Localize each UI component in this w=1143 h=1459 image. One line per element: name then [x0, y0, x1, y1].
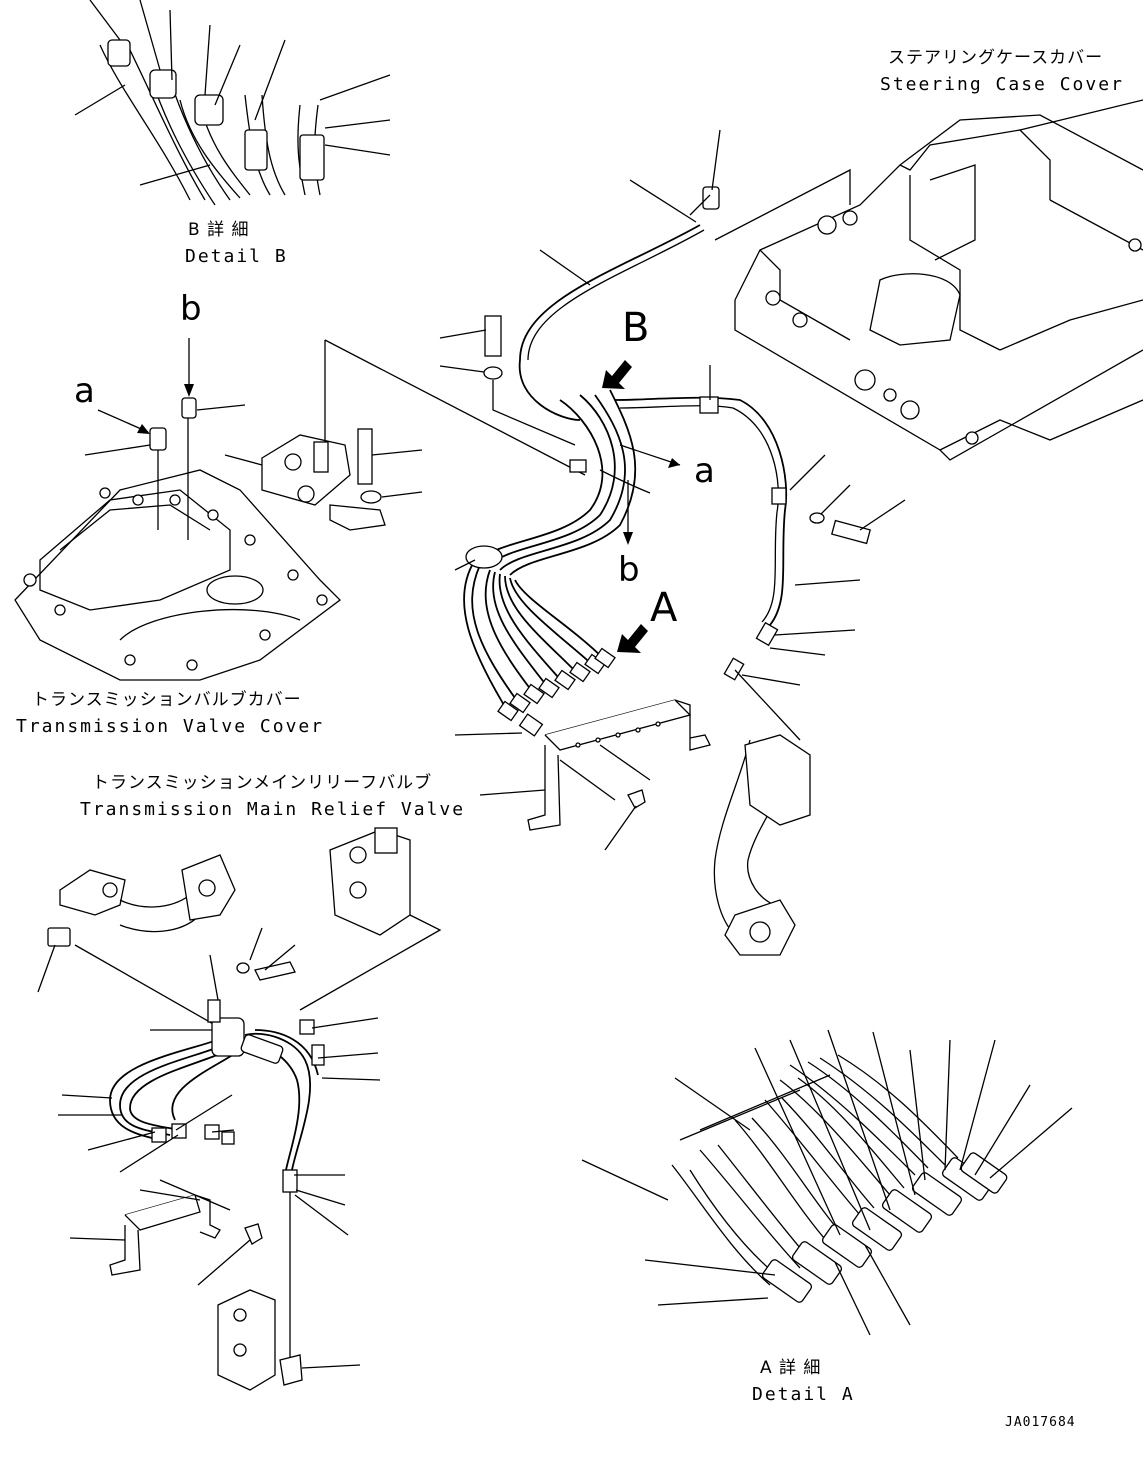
steering-case-cover-en-label: Steering Case Cover	[880, 74, 1124, 95]
callout-b-left: b	[180, 289, 202, 329]
callout-a-left: a	[74, 371, 95, 411]
detail-a-drawing	[581, 1029, 1073, 1336]
detail-b-en-label: Detail B	[185, 246, 288, 267]
transmission-valve-cover-drawing	[14, 315, 586, 681]
steering-case-drawing	[714, 99, 1143, 461]
main-hose-harness-drawing	[454, 129, 906, 956]
callout-a-right: a	[694, 451, 715, 491]
main-relief-valve-en-label: Transmission Main Relief Valve	[80, 799, 466, 820]
main-relief-valve-jp-label: トランスミッションメインリリーフバルブ	[92, 773, 433, 793]
view-arrow-b-label: B	[622, 305, 650, 351]
lower-left-assembly-drawing	[37, 827, 442, 1391]
transmission-valve-cover-jp-label: トランスミッションバルブカバー	[32, 690, 302, 710]
steering-case-cover-jp-label: ステアリングケースカバー	[888, 48, 1104, 68]
detail-b-jp-label: B 詳 細	[188, 220, 250, 240]
detail-a-jp-label: A 詳 細	[760, 1358, 822, 1378]
detail-a-en-label: Detail A	[752, 1384, 855, 1405]
callout-b-right: b	[618, 550, 640, 590]
drawing-code: JA017684	[1005, 1415, 1076, 1430]
transmission-valve-cover-en-label: Transmission Valve Cover	[16, 716, 325, 737]
view-arrow-a-label: A	[650, 585, 678, 631]
detail-b-drawing	[74, 0, 391, 206]
